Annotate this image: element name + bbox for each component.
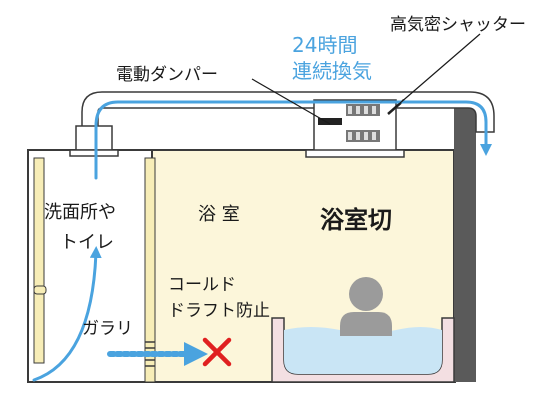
washroom-label-line1: 洗面所や bbox=[44, 202, 116, 223]
washroom-room bbox=[27, 149, 153, 383]
exterior-wall bbox=[454, 92, 476, 382]
washroom-flow-arrow bbox=[32, 246, 102, 382]
damper bbox=[318, 118, 342, 125]
gallery-label: ガラリ bbox=[82, 319, 133, 339]
bath-cutoff-label: 浴室切 bbox=[320, 206, 392, 234]
washroom-label-line2: トイレ bbox=[60, 232, 114, 253]
person-icon bbox=[340, 277, 392, 336]
bathtub bbox=[271, 277, 455, 383]
fan-icon bbox=[346, 104, 380, 142]
continuous-label-line1: 24時間 bbox=[292, 33, 357, 57]
leader-lines bbox=[251, 33, 481, 125]
cold-draft-line2: ドラフト防止 bbox=[168, 301, 270, 321]
main-duct bbox=[81, 91, 495, 133]
bathroom-door bbox=[144, 157, 156, 383]
door-handle bbox=[33, 285, 47, 295]
bath-water bbox=[284, 327, 442, 374]
bathroom-label: 浴 室 bbox=[198, 204, 240, 225]
damper-label: 電動ダンパー bbox=[116, 65, 218, 85]
continuous-label-line2: 連続換気 bbox=[292, 59, 372, 83]
cold-draft-line1: コールド bbox=[168, 275, 236, 295]
cross-icon bbox=[202, 337, 232, 367]
intake-grille bbox=[75, 125, 113, 151]
shutter-label: 高気密シャッター bbox=[390, 15, 526, 35]
washroom-door bbox=[33, 157, 45, 364]
